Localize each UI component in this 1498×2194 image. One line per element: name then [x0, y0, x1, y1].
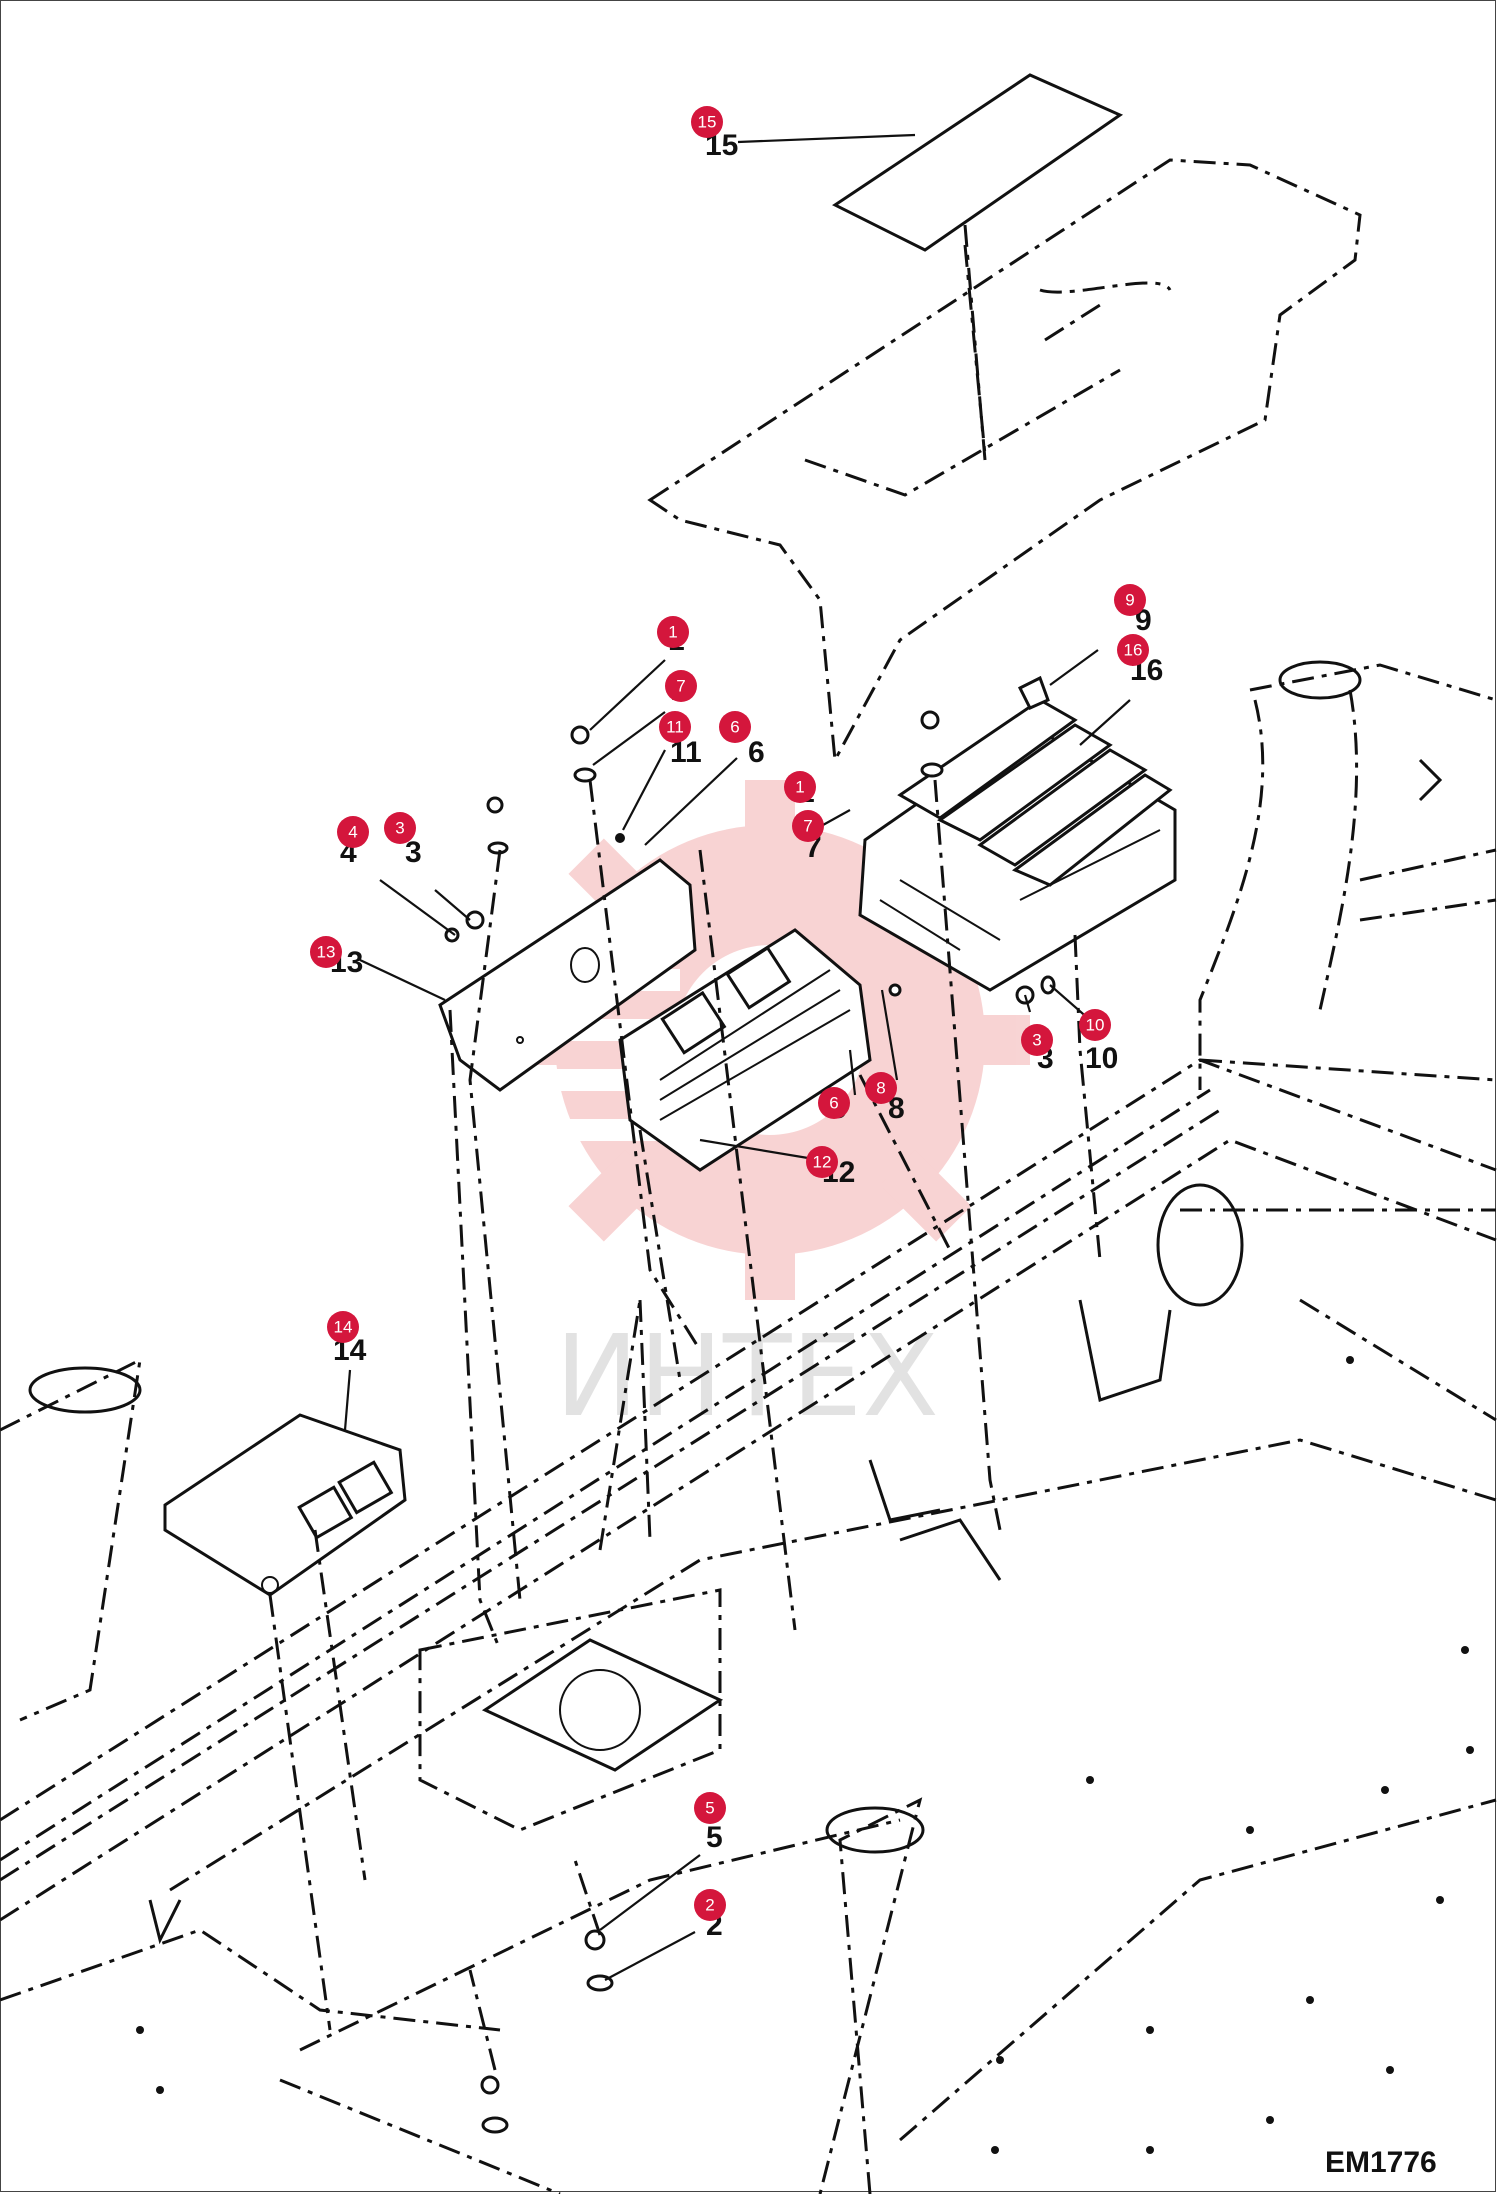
callout-badge-3[interactable]: 3 [384, 812, 416, 844]
callout-badge-6[interactable]: 6 [818, 1087, 850, 1119]
callout-badge-16[interactable]: 16 [1117, 634, 1149, 666]
callout-badge-10[interactable]: 10 [1079, 1009, 1111, 1041]
callout-badge-6[interactable]: 6 [719, 711, 751, 743]
svg-text:13: 13 [317, 943, 336, 962]
cover-panel [647, 158, 1362, 766]
svg-text:7: 7 [676, 677, 685, 696]
callout-badge-1[interactable]: 1 [657, 616, 689, 648]
callout-badge-1[interactable]: 1 [784, 771, 816, 803]
clip [1017, 675, 1050, 710]
callout-badge-11[interactable]: 11 [659, 711, 691, 743]
svg-text:7: 7 [803, 817, 812, 836]
svg-text:2: 2 [705, 1896, 714, 1915]
svg-text:8: 8 [876, 1079, 885, 1098]
svg-text:3: 3 [395, 819, 404, 838]
frame-openings [28, 660, 1443, 1945]
controller-module [618, 928, 872, 1172]
svg-text:15: 15 [698, 113, 717, 132]
callout-number-3: 3 [405, 836, 422, 869]
callout-badge-14[interactable]: 14 [327, 1311, 359, 1343]
svg-text:12: 12 [813, 1153, 832, 1172]
svg-text:6: 6 [730, 718, 739, 737]
callout-badge-5[interactable]: 5 [694, 1792, 726, 1824]
callout-number-5: 5 [706, 1821, 723, 1854]
decal-plate [832, 73, 1124, 252]
callout-badge-8[interactable]: 8 [865, 1072, 897, 1104]
svg-text:11: 11 [666, 718, 684, 737]
watermark-text: ИНТЕХ [555, 1312, 939, 1442]
callout-number-8: 8 [888, 1092, 905, 1125]
callout-badge-9[interactable]: 9 [1114, 584, 1146, 616]
svg-text:16: 16 [1124, 641, 1143, 660]
leader-lines [343, 133, 1131, 1981]
callout-number-6: 6 [748, 736, 765, 769]
svg-text:1: 1 [795, 778, 804, 797]
svg-text:1: 1 [668, 623, 677, 642]
callout-badge-12[interactable]: 12 [806, 1146, 838, 1178]
svg-text:4: 4 [348, 823, 357, 842]
callout-badge-3[interactable]: 3 [1021, 1024, 1053, 1056]
assembly-guide-lines [268, 779, 1102, 2071]
callout-badge-15[interactable]: 15 [691, 106, 723, 138]
callout-badge-4[interactable]: 4 [337, 816, 369, 848]
electronic-module [163, 1413, 407, 1597]
svg-text:10: 10 [1086, 1016, 1105, 1035]
svg-text:9: 9 [1125, 591, 1134, 610]
callout-badge-13[interactable]: 13 [310, 936, 342, 968]
callout-badge-7[interactable]: 7 [792, 810, 824, 842]
frame-holes [136, 1356, 1474, 2154]
drawing-code: EM1776 [1325, 2146, 1437, 2179]
fuse-relay-box [858, 698, 1177, 992]
svg-text:3: 3 [1032, 1031, 1041, 1050]
svg-text:14: 14 [334, 1318, 353, 1337]
svg-text:5: 5 [705, 1799, 714, 1818]
fasteners [444, 710, 1056, 2134]
callout-badge-7[interactable]: 7 [665, 670, 697, 702]
svg-text:6: 6 [829, 1094, 838, 1113]
controller-mounting-bracket [438, 858, 697, 1092]
callout-number-10: 10 [1085, 1042, 1118, 1075]
machine-frame [0, 663, 1497, 2194]
callout-badge-2[interactable]: 2 [694, 1889, 726, 1921]
